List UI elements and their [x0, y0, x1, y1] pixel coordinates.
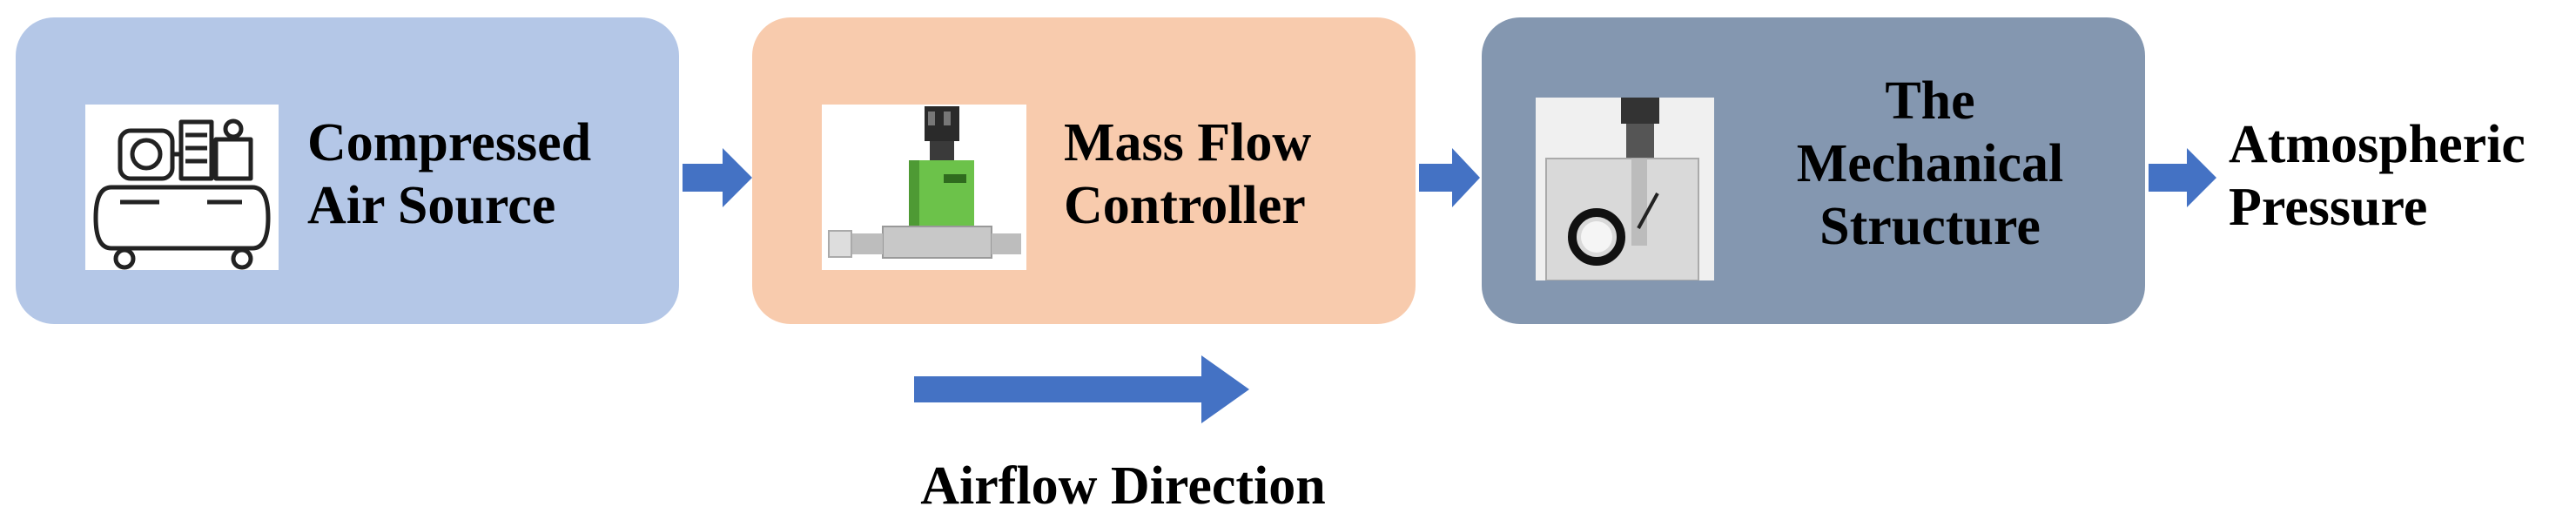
- mass-flow-controller-photo: [822, 105, 1026, 270]
- flow-arrow-2-icon: [1419, 148, 1480, 207]
- source-label: Compressed Air Source: [307, 113, 592, 235]
- airflow-direction-label: Airflow Direction: [920, 456, 1326, 516]
- block-mass-flow-controller: Mass Flow Controller: [752, 17, 1416, 324]
- block-compressed-air-source: Compressed Air Source: [16, 17, 679, 324]
- atmospheric-pressure-label: Atmospheric Pressure: [2229, 115, 2526, 237]
- block-mechanical-structure: The Mechanical Structure: [1482, 17, 2145, 324]
- mechanical-label: The Mechanical Structure: [1796, 71, 2064, 256]
- flow-arrow-3-icon: [2149, 148, 2216, 207]
- right-arrow-icon: [914, 355, 1249, 423]
- mfc-label: Mass Flow Controller: [1064, 113, 1312, 235]
- flow-arrow-1-icon: [683, 148, 752, 207]
- air-compressor-icon: [85, 105, 279, 270]
- mechanical-structure-photo: [1536, 98, 1714, 281]
